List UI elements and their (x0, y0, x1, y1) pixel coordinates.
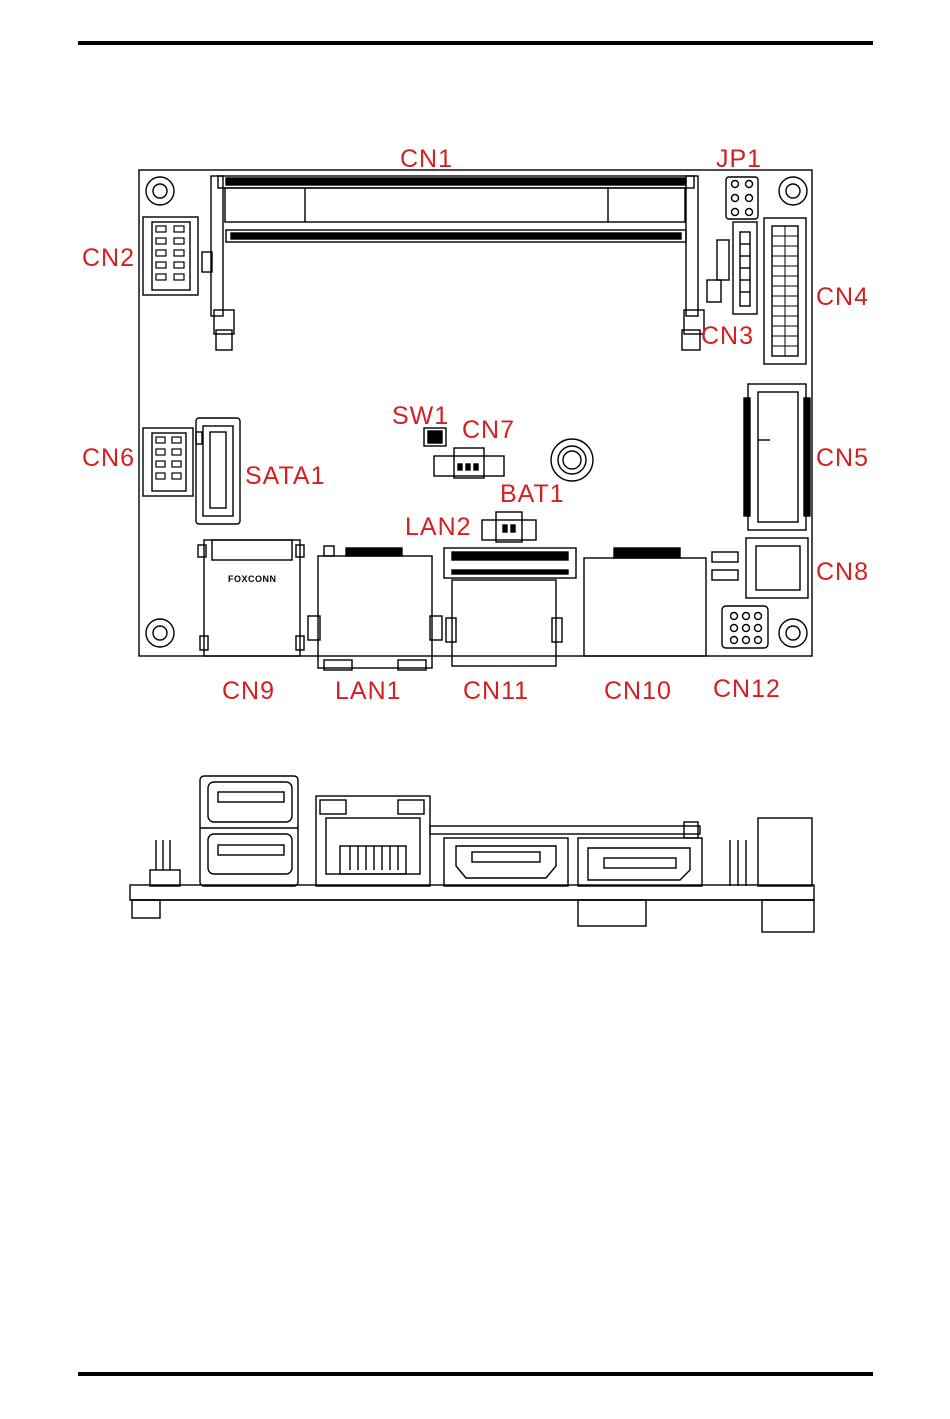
lan1-rj45-connector (308, 546, 442, 670)
label-cn6: CN6 (82, 444, 135, 472)
cn6-pin-header (143, 428, 193, 496)
mounting-hole-tr (779, 177, 807, 205)
front-hdmi (444, 838, 568, 886)
mounting-hole-bl (146, 619, 174, 647)
label-lan2: LAN2 (405, 513, 472, 541)
label-cn11: CN11 (463, 677, 529, 705)
label-cn5: CN5 (816, 444, 869, 472)
cn5-minipcie-socket (744, 384, 810, 530)
front-view (130, 776, 814, 932)
lan2-connector (482, 512, 536, 542)
label-jp1: JP1 (716, 145, 762, 173)
cn8-connector (712, 538, 808, 598)
cn7-connector (434, 448, 504, 478)
cn1-sodimm-socket (202, 176, 704, 350)
label-cn10: CN10 (604, 677, 672, 705)
front-rj45 (316, 796, 430, 886)
cn11-fpc-connector (444, 548, 576, 666)
cn12-pin-header (722, 606, 768, 648)
front-dual-usb (200, 776, 298, 886)
mounting-hole-br (779, 619, 807, 647)
label-cn7: CN7 (462, 416, 515, 444)
front-board-edge (130, 885, 814, 900)
label-lan1: LAN1 (335, 677, 402, 705)
cn2-pin-header (143, 217, 198, 295)
cn4-connector (764, 218, 806, 364)
mounting-hole-tl (146, 177, 174, 205)
cn9-usb-connector (198, 540, 304, 656)
front-displayport (578, 838, 702, 926)
label-cn2: CN2 (82, 244, 135, 272)
sw1-switch (424, 428, 446, 446)
label-bat1: BAT1 (500, 480, 565, 508)
bat1-battery (551, 439, 593, 481)
cn10-displayport-connector (584, 548, 706, 656)
label-sata1: SATA1 (245, 462, 326, 490)
label-cn4: CN4 (816, 283, 869, 311)
cn3-connector (707, 222, 757, 314)
label-cn9: CN9 (222, 677, 275, 705)
label-cn12: CN12 (713, 675, 781, 703)
label-cn8: CN8 (816, 558, 869, 586)
jp1-jumper (726, 177, 758, 219)
sata1-connector (196, 418, 240, 524)
label-sw1: SW1 (392, 402, 449, 430)
usb-brand-label: FOXCONN (228, 574, 277, 584)
label-cn3: CN3 (701, 322, 754, 350)
label-cn1: CN1 (400, 145, 453, 173)
